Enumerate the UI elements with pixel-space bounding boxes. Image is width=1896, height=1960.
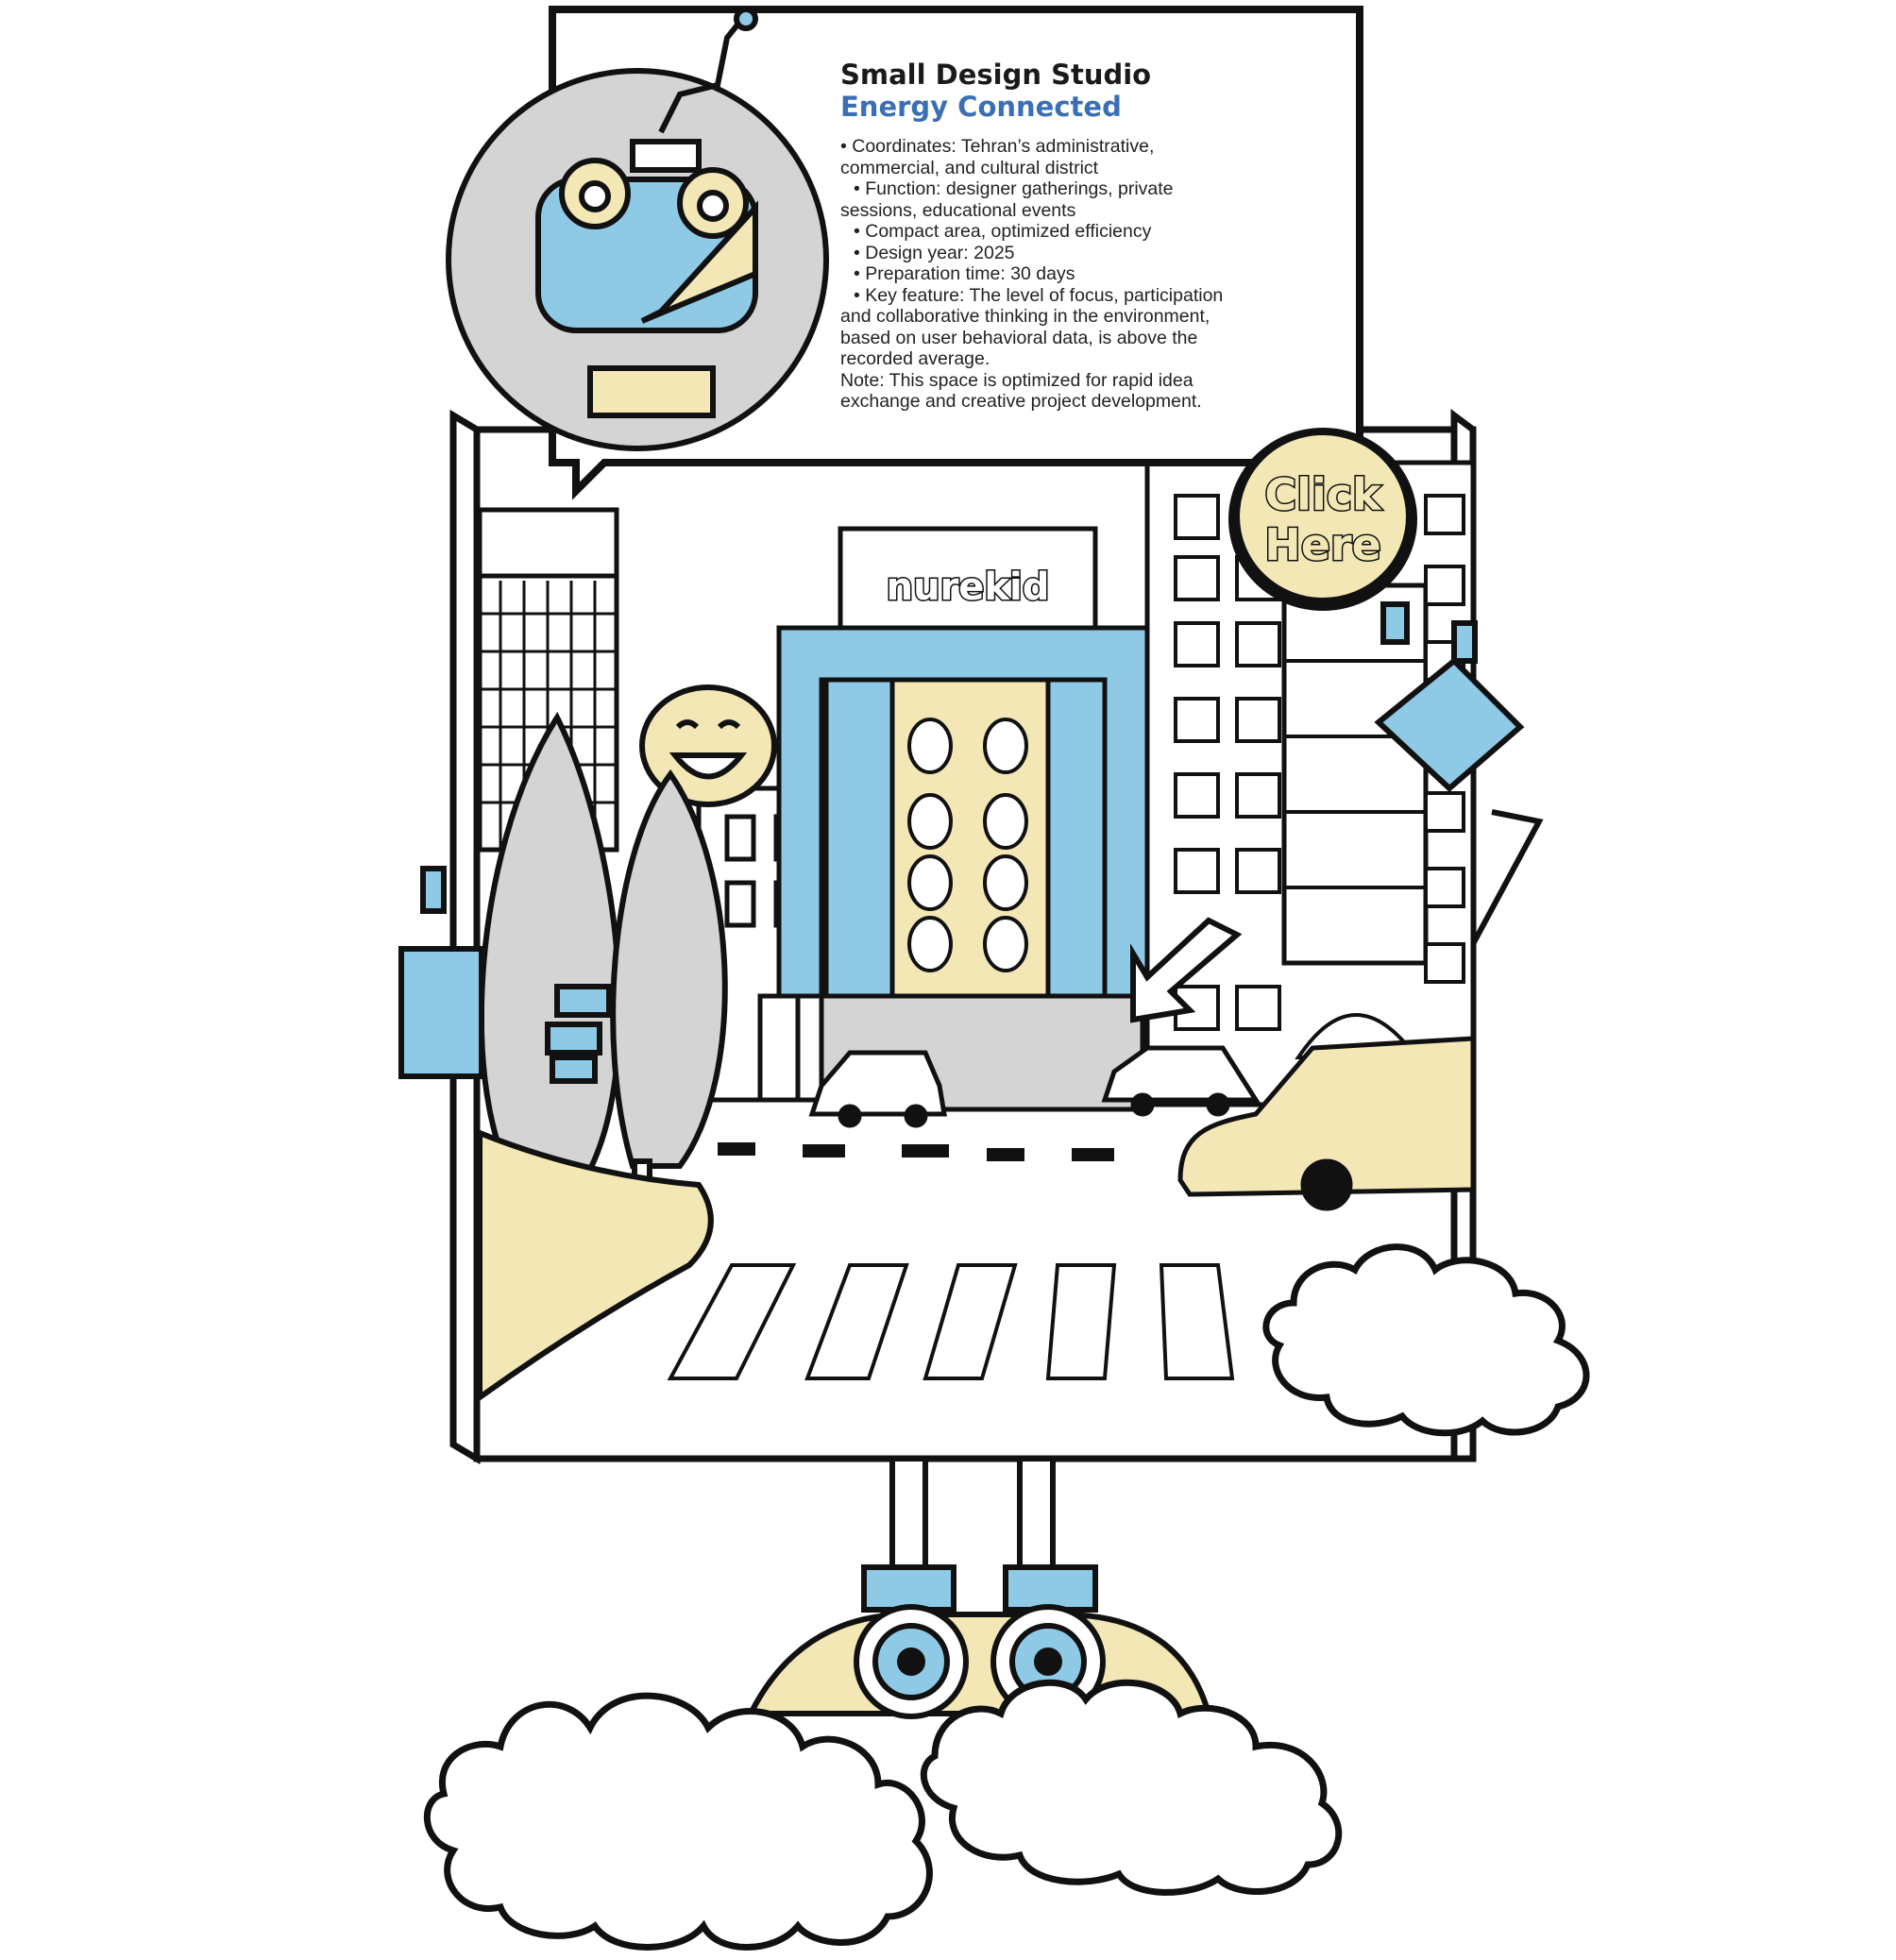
info-line: recorded average. [840,348,990,369]
click-label: Click [1264,469,1382,520]
robot-legs [746,1456,1212,1719]
info-line: and collaborative thinking in the enviro… [840,306,1210,327]
cloud-icon [423,1243,1590,1951]
click-here-button[interactable]: Click Here [1220,420,1426,618]
info-line: exchange and creative project developmen… [840,391,1202,412]
robot-head-icon [446,7,829,451]
sidewalk [477,1128,714,1403]
car-icon [808,1036,1476,1211]
info-line: Note: This space is optimized for rapid … [840,369,1193,391]
robot-hand-icon [1374,601,1544,946]
central-building: nurekid [776,526,1150,1112]
info-line: sessions, educational events [840,199,1076,221]
info-line: • Coordinates: Tehran’s administrative, [840,136,1155,157]
info-line: • Key feature: The level of focus, parti… [854,284,1224,306]
studio-title: Small Design Studio [840,59,1152,91]
here-label: Here [1264,519,1381,570]
info-line: commercial, and cultural district [840,157,1099,178]
info-line: • Compact area, optimized efficiency [854,221,1152,242]
robot-hand-icon [398,866,612,1084]
info-line: • Preparation time: 30 days [854,263,1075,284]
info-line: • Function: designer gatherings, private [854,178,1174,199]
info-line: based on user behavioral data, is above … [840,327,1198,348]
building-sign: nurekid [887,566,1050,609]
road [718,1142,1114,1161]
studio-subtitle: Energy Connected [840,91,1122,123]
smiley-face-icon [639,684,777,807]
info-panel: Small Design Studio Energy Connected • C… [840,59,1284,413]
info-line: • Design year: 2025 [854,242,1015,263]
crosswalk [667,1263,1235,1380]
arrow-pointer-icon [1130,917,1243,1023]
